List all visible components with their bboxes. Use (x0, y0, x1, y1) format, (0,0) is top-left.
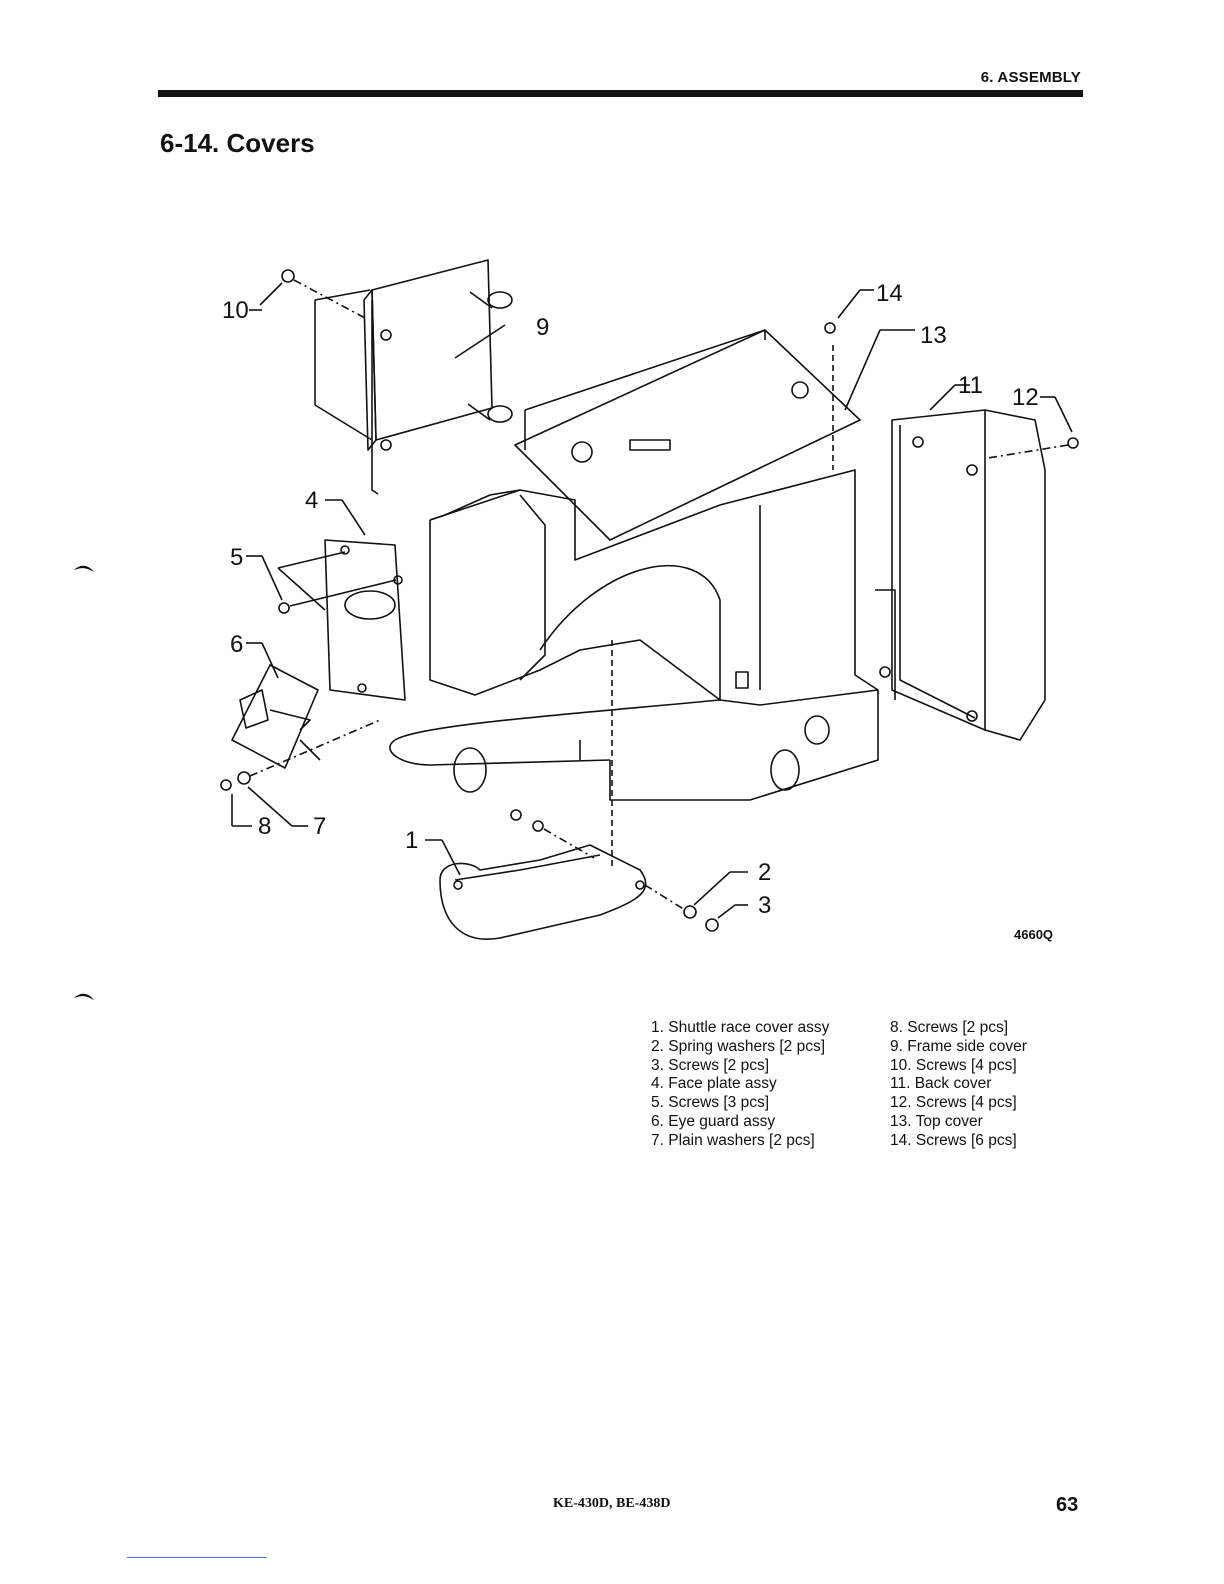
callout-9: 9 (536, 314, 549, 341)
list-item: 2. Spring washers [2 pcs] (651, 1037, 826, 1055)
margin-mark-icon (74, 565, 94, 572)
page-number: 63 (1056, 1494, 1079, 1516)
callout-10: 10 (222, 297, 249, 324)
callout-14: 14 (876, 280, 903, 307)
list-item: 8. Screws [2 pcs] (890, 1019, 1009, 1036)
callout-3: 3 (758, 892, 771, 919)
eye-guard-drawing (231, 642, 321, 769)
frame-side-cover-drawing (314, 259, 513, 495)
shuttle-race-cover-drawing (425, 809, 647, 940)
section-label: 6. ASSEMBLY (980, 69, 1081, 86)
list-item: 12. Screws [4 pcs] (890, 1094, 1017, 1112)
callout-8: 8 (258, 813, 271, 840)
page-title: 6-14. Covers (160, 128, 315, 158)
parts-list-right: 8. Screws [2 pcs] 9. Frame side cover 10… (890, 1019, 1027, 1151)
figure-code: 4660Q (1014, 927, 1053, 942)
list-item: 4. Face plate assy (651, 1075, 777, 1093)
list-item: 5. Screws [3 pcs] (651, 1094, 770, 1112)
list-item: 10. Screws [4 pcs] (890, 1056, 1017, 1074)
face-plate-drawing (324, 499, 406, 701)
list-item: 9. Frame side cover (890, 1037, 1027, 1055)
list-item: 7. Plain washers [2 pcs] (651, 1131, 815, 1149)
callout-2: 2 (758, 859, 771, 886)
callout-12: 12 (1012, 384, 1039, 411)
callout-4: 4 (305, 487, 318, 514)
back-cover-drawing (875, 384, 1079, 741)
callout-13: 13 (920, 322, 947, 349)
screw-10-drawing (249, 269, 506, 359)
covers-exploded-diagram: 1 2 3 4 5 6 7 8 9 10 11 12 13 14 4660Q (220, 259, 1079, 942)
screw-3-washer-2-drawing (644, 871, 748, 932)
parts-list-left: 1. Shuttle race cover assy 2. Spring was… (651, 1019, 829, 1151)
list-item: 13. Top cover (890, 1112, 983, 1130)
callout-6: 6 (230, 631, 243, 658)
top-cover-drawing (514, 289, 915, 541)
list-item: 1. Shuttle race cover assy (651, 1019, 830, 1036)
callout-5: 5 (230, 544, 243, 571)
screw-8-washer-7-drawing (220, 719, 381, 827)
callout-11: 11 (958, 372, 983, 399)
screw-5-drawing (246, 551, 397, 614)
header-rule (158, 90, 1083, 97)
margin-mark-icon (74, 993, 94, 1000)
list-item: 11. Back cover (890, 1075, 992, 1093)
callout-7: 7 (313, 813, 326, 840)
list-item: 3. Screws [2 pcs] (651, 1056, 770, 1074)
callout-1: 1 (405, 827, 418, 854)
footer-model: KE-430D, BE-438D (553, 1496, 671, 1511)
list-item: 14. Screws [6 pcs] (890, 1131, 1017, 1149)
list-item: 6. Eye guard assy (651, 1112, 776, 1130)
machine-body-drawing (389, 469, 879, 870)
footer-rule (127, 1557, 267, 1558)
